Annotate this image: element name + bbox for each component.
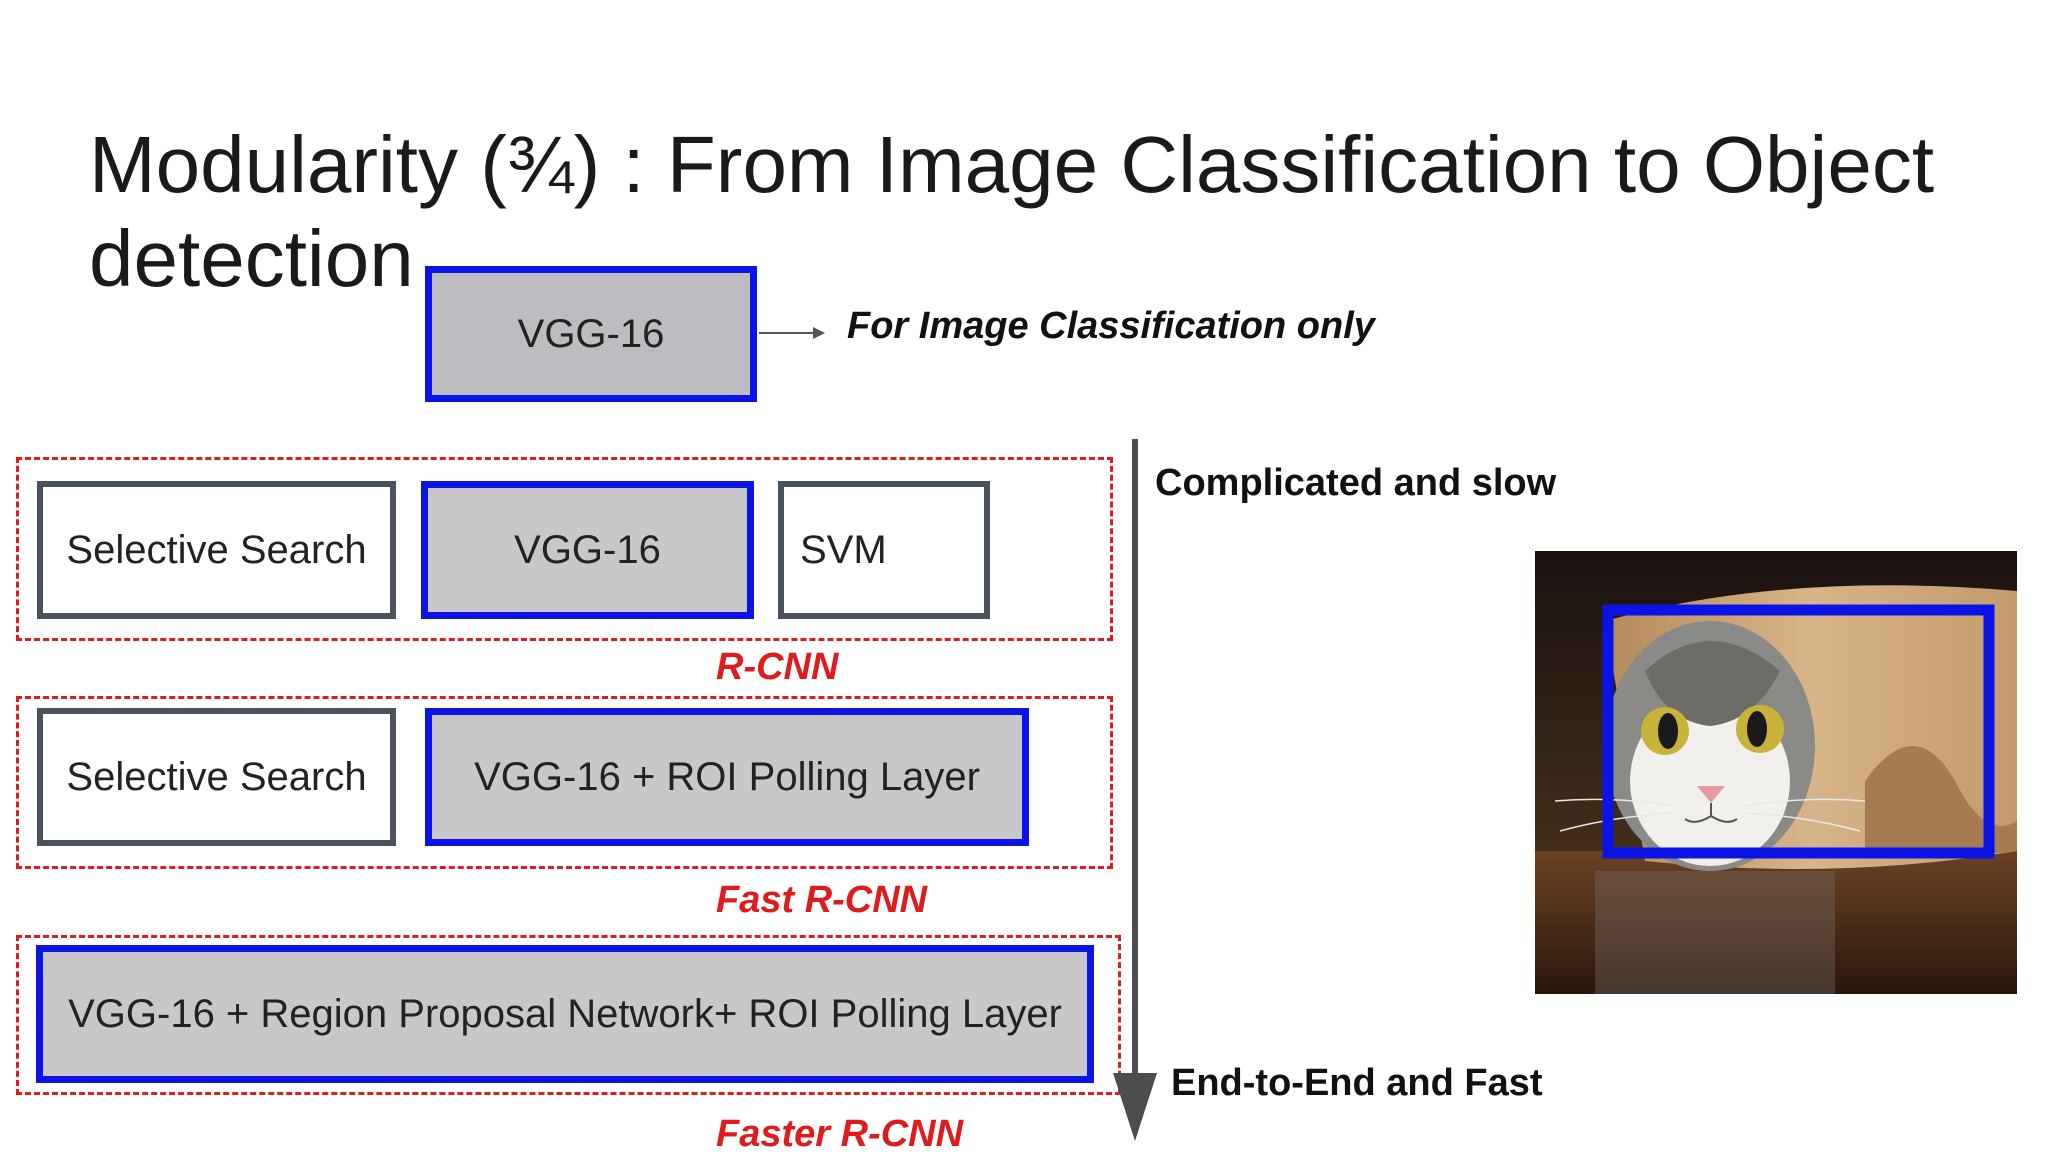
fast-rcnn-group	[16, 696, 1113, 869]
vgg16-classification-box: VGG-16	[425, 266, 757, 402]
down-arrow-icon	[1113, 439, 1157, 1141]
faster-rcnn-label: Faster R-CNN	[716, 1113, 964, 1155]
slide-title: Modularity (¾) : From Image Classificati…	[89, 120, 1935, 303]
fast-rcnn-label: Fast R-CNN	[716, 879, 928, 921]
cat-photo-image	[1535, 551, 2017, 994]
arrow-right-icon	[759, 327, 825, 339]
classification-note: For Image Classification only	[847, 305, 1375, 347]
rcnn-label: R-CNN	[716, 646, 839, 688]
faster-rcnn-group	[16, 935, 1121, 1095]
faster-rcnn-box: VGG-16 + Region Proposal Network+ ROI Po…	[36, 945, 1094, 1083]
rcnn-selective-search-box: Selective Search	[37, 481, 396, 619]
rcnn-group	[16, 457, 1113, 641]
rcnn-svm-box: SVM	[778, 481, 990, 619]
fast-rcnn-selective-search-box: Selective Search	[37, 708, 396, 846]
axis-top-label: Complicated and slow	[1155, 462, 1557, 504]
axis-bottom-label: End-to-End and Fast	[1171, 1062, 1543, 1104]
fast-rcnn-vgg16-roi-box: VGG-16 + ROI Polling Layer	[425, 708, 1029, 846]
rcnn-vgg16-box: VGG-16	[421, 481, 754, 619]
